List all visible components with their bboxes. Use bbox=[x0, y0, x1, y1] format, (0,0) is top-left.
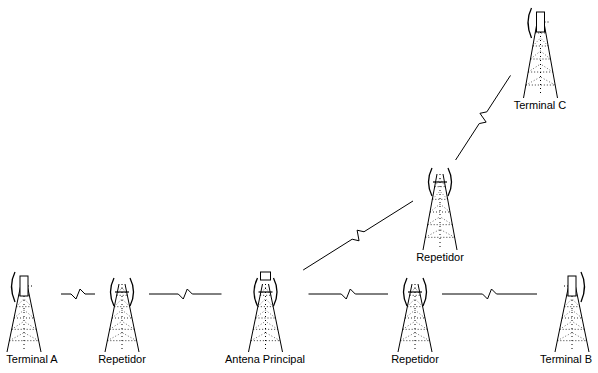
tower-node: Terminal A bbox=[3, 270, 61, 367]
tower-icon bbox=[222, 270, 309, 352]
tower-node: Repetidor bbox=[95, 270, 149, 367]
tower-label: Repetidor bbox=[413, 251, 467, 264]
radio-link bbox=[442, 289, 537, 299]
tower-node: Terminal B bbox=[537, 270, 595, 367]
radio-link bbox=[149, 289, 222, 299]
tower-label: Antena Principal bbox=[222, 353, 309, 366]
radio-link bbox=[303, 201, 413, 270]
tower-label: Terminal B bbox=[537, 353, 595, 366]
radio-link bbox=[456, 75, 511, 160]
tower-label: Terminal A bbox=[3, 353, 61, 366]
tower-node: Terminal C bbox=[511, 6, 570, 113]
tower-node: Repetidor bbox=[388, 270, 442, 367]
tower-icon bbox=[537, 270, 595, 352]
radio-link bbox=[61, 289, 95, 299]
radio-link bbox=[309, 289, 389, 299]
tower-icon bbox=[511, 6, 570, 98]
tower-icon bbox=[95, 270, 149, 352]
tower-icon bbox=[388, 270, 442, 352]
tower-icon bbox=[413, 160, 467, 250]
tower-label: Repetidor bbox=[95, 353, 149, 366]
tower-label: Terminal C bbox=[511, 99, 570, 112]
tower-node: Antena Principal bbox=[222, 270, 309, 367]
tower-node: Repetidor bbox=[413, 160, 467, 265]
tower-icon bbox=[3, 270, 61, 352]
tower-label: Repetidor bbox=[388, 353, 442, 366]
